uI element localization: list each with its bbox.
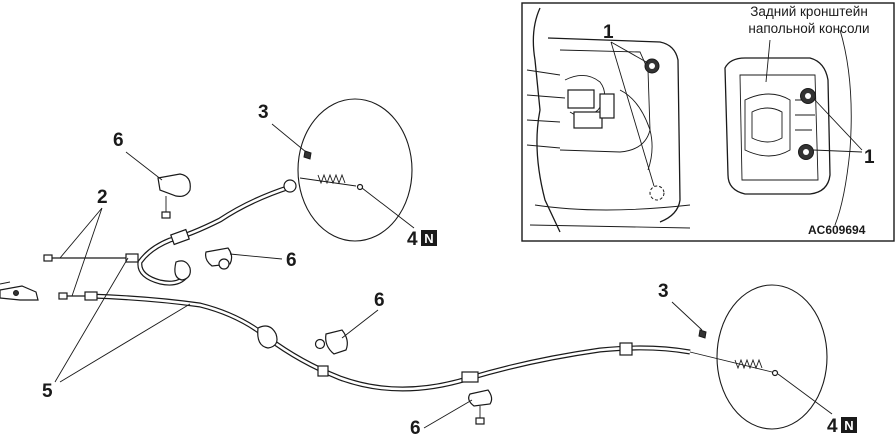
caption-leader bbox=[765, 39, 771, 83]
right-cable-end bbox=[689, 351, 773, 373]
figure-code: AC609694 bbox=[808, 223, 866, 237]
bolt-lower-right-center bbox=[803, 149, 809, 155]
bracket-6-center bbox=[325, 329, 348, 355]
hidden-bolt bbox=[649, 185, 665, 201]
cable-ferrule-1 bbox=[317, 365, 329, 377]
callout-2: 2 bbox=[97, 187, 108, 208]
callout-1-right-leaders bbox=[812, 98, 863, 153]
bolt-6-bottom-head bbox=[475, 417, 485, 425]
callout-4-right-leader bbox=[777, 373, 833, 415]
left-cable-end-nipple bbox=[356, 183, 364, 191]
brake-cables bbox=[43, 179, 691, 392]
callout-6-bottom: 6 bbox=[410, 418, 421, 436]
inset-caption-line1: Задний кронштейн bbox=[750, 4, 868, 19]
right-cable-end-nipple bbox=[771, 369, 779, 377]
bolt-upper-right-center bbox=[805, 93, 811, 99]
lever-pivot bbox=[13, 290, 19, 296]
connector-block-1 bbox=[567, 89, 595, 109]
cable-guide-upper bbox=[174, 260, 191, 281]
left-cable-outer bbox=[137, 184, 291, 286]
console-panel-outline bbox=[547, 37, 681, 223]
console-edge-right bbox=[834, 29, 852, 226]
callout-4-right: 4 bbox=[827, 416, 838, 436]
left-rear-brake-area bbox=[297, 98, 413, 242]
grommet-lower bbox=[461, 371, 479, 383]
callout-1-top: 1 bbox=[603, 22, 614, 43]
callout-3-right-leader bbox=[671, 301, 703, 331]
bracket-6-bottom bbox=[468, 389, 493, 407]
callouts: 2 3 3 4 N 4 N 5 6 6 6 6 bbox=[42, 102, 857, 436]
rear-bracket-outline bbox=[724, 57, 831, 195]
callout-4-left: 4 bbox=[407, 229, 418, 250]
cable-end-fitting-upper bbox=[43, 254, 53, 262]
lever-assembly bbox=[0, 281, 39, 301]
connector-block-2 bbox=[573, 111, 603, 129]
callout-6-mid: 6 bbox=[286, 250, 297, 271]
right-brake-circle bbox=[716, 284, 828, 430]
right-clip bbox=[698, 329, 707, 339]
callout-5-leaders bbox=[54, 257, 191, 383]
harness-lines bbox=[526, 69, 566, 149]
callout-5: 5 bbox=[42, 381, 53, 402]
bracket-6-top bbox=[157, 173, 191, 197]
callout-4-left-leader bbox=[361, 187, 415, 229]
callout-2-leaders bbox=[59, 207, 103, 297]
callout-3-left: 3 bbox=[258, 102, 269, 123]
badge-new-right-label: N bbox=[844, 418, 853, 433]
inset-detail-view: Задний кронштейн напольной консоли 1 1 A… bbox=[521, 2, 895, 242]
callout-1-right: 1 bbox=[864, 147, 875, 168]
cable-sleeve-lower bbox=[84, 291, 98, 301]
right-rear-brake-area bbox=[689, 284, 828, 430]
console-inner-recess bbox=[559, 49, 651, 153]
cable-sleeve-upper bbox=[125, 253, 139, 263]
callout-6-center: 6 bbox=[374, 290, 385, 311]
callout-3-right: 3 bbox=[658, 281, 669, 302]
bracket-opening bbox=[744, 93, 791, 157]
bracket-curve bbox=[619, 89, 653, 171]
right-cable-spring bbox=[734, 358, 763, 370]
cable-end-collar bbox=[283, 179, 297, 193]
bolt-top-left-center bbox=[649, 63, 655, 69]
callout-6-top: 6 bbox=[113, 130, 124, 151]
left-cable-inner bbox=[138, 185, 291, 285]
cable-guide-lower bbox=[257, 325, 278, 349]
callout-6-bottom-leader bbox=[423, 399, 473, 429]
grommet-upper bbox=[170, 228, 190, 246]
cable-end-fitting-lower bbox=[58, 292, 68, 300]
left-clip bbox=[303, 150, 312, 160]
bracket-opening-inner bbox=[751, 107, 783, 143]
inset-caption-line2: напольной консоли bbox=[748, 21, 869, 36]
left-brake-circle bbox=[297, 98, 413, 242]
badge-new-right bbox=[841, 417, 857, 433]
nut-6-center bbox=[314, 338, 326, 350]
cable-ferrule-2 bbox=[619, 342, 633, 356]
floor-lines bbox=[529, 204, 691, 229]
badge-new-left bbox=[421, 230, 437, 246]
left-cable-end bbox=[299, 177, 357, 187]
callout-6-top-leader bbox=[125, 151, 163, 181]
bracket-parts bbox=[157, 173, 493, 425]
lever-handle-line bbox=[0, 281, 11, 285]
rear-bracket-inner bbox=[739, 74, 819, 181]
callout-3-left-leader bbox=[271, 123, 307, 153]
bolt-6-top-head bbox=[161, 211, 171, 219]
callout-6-center-leader bbox=[341, 309, 379, 339]
connector-block-3 bbox=[599, 93, 615, 119]
left-cable-spring bbox=[317, 173, 346, 185]
callout-1-top-leaders bbox=[610, 41, 655, 187]
nut-6-mid bbox=[218, 258, 230, 270]
right-cable-inner bbox=[89, 294, 691, 391]
callout-6-mid-leader bbox=[229, 253, 283, 260]
badge-new-left-label: N bbox=[424, 231, 433, 246]
console-body-left-edge bbox=[532, 7, 561, 233]
